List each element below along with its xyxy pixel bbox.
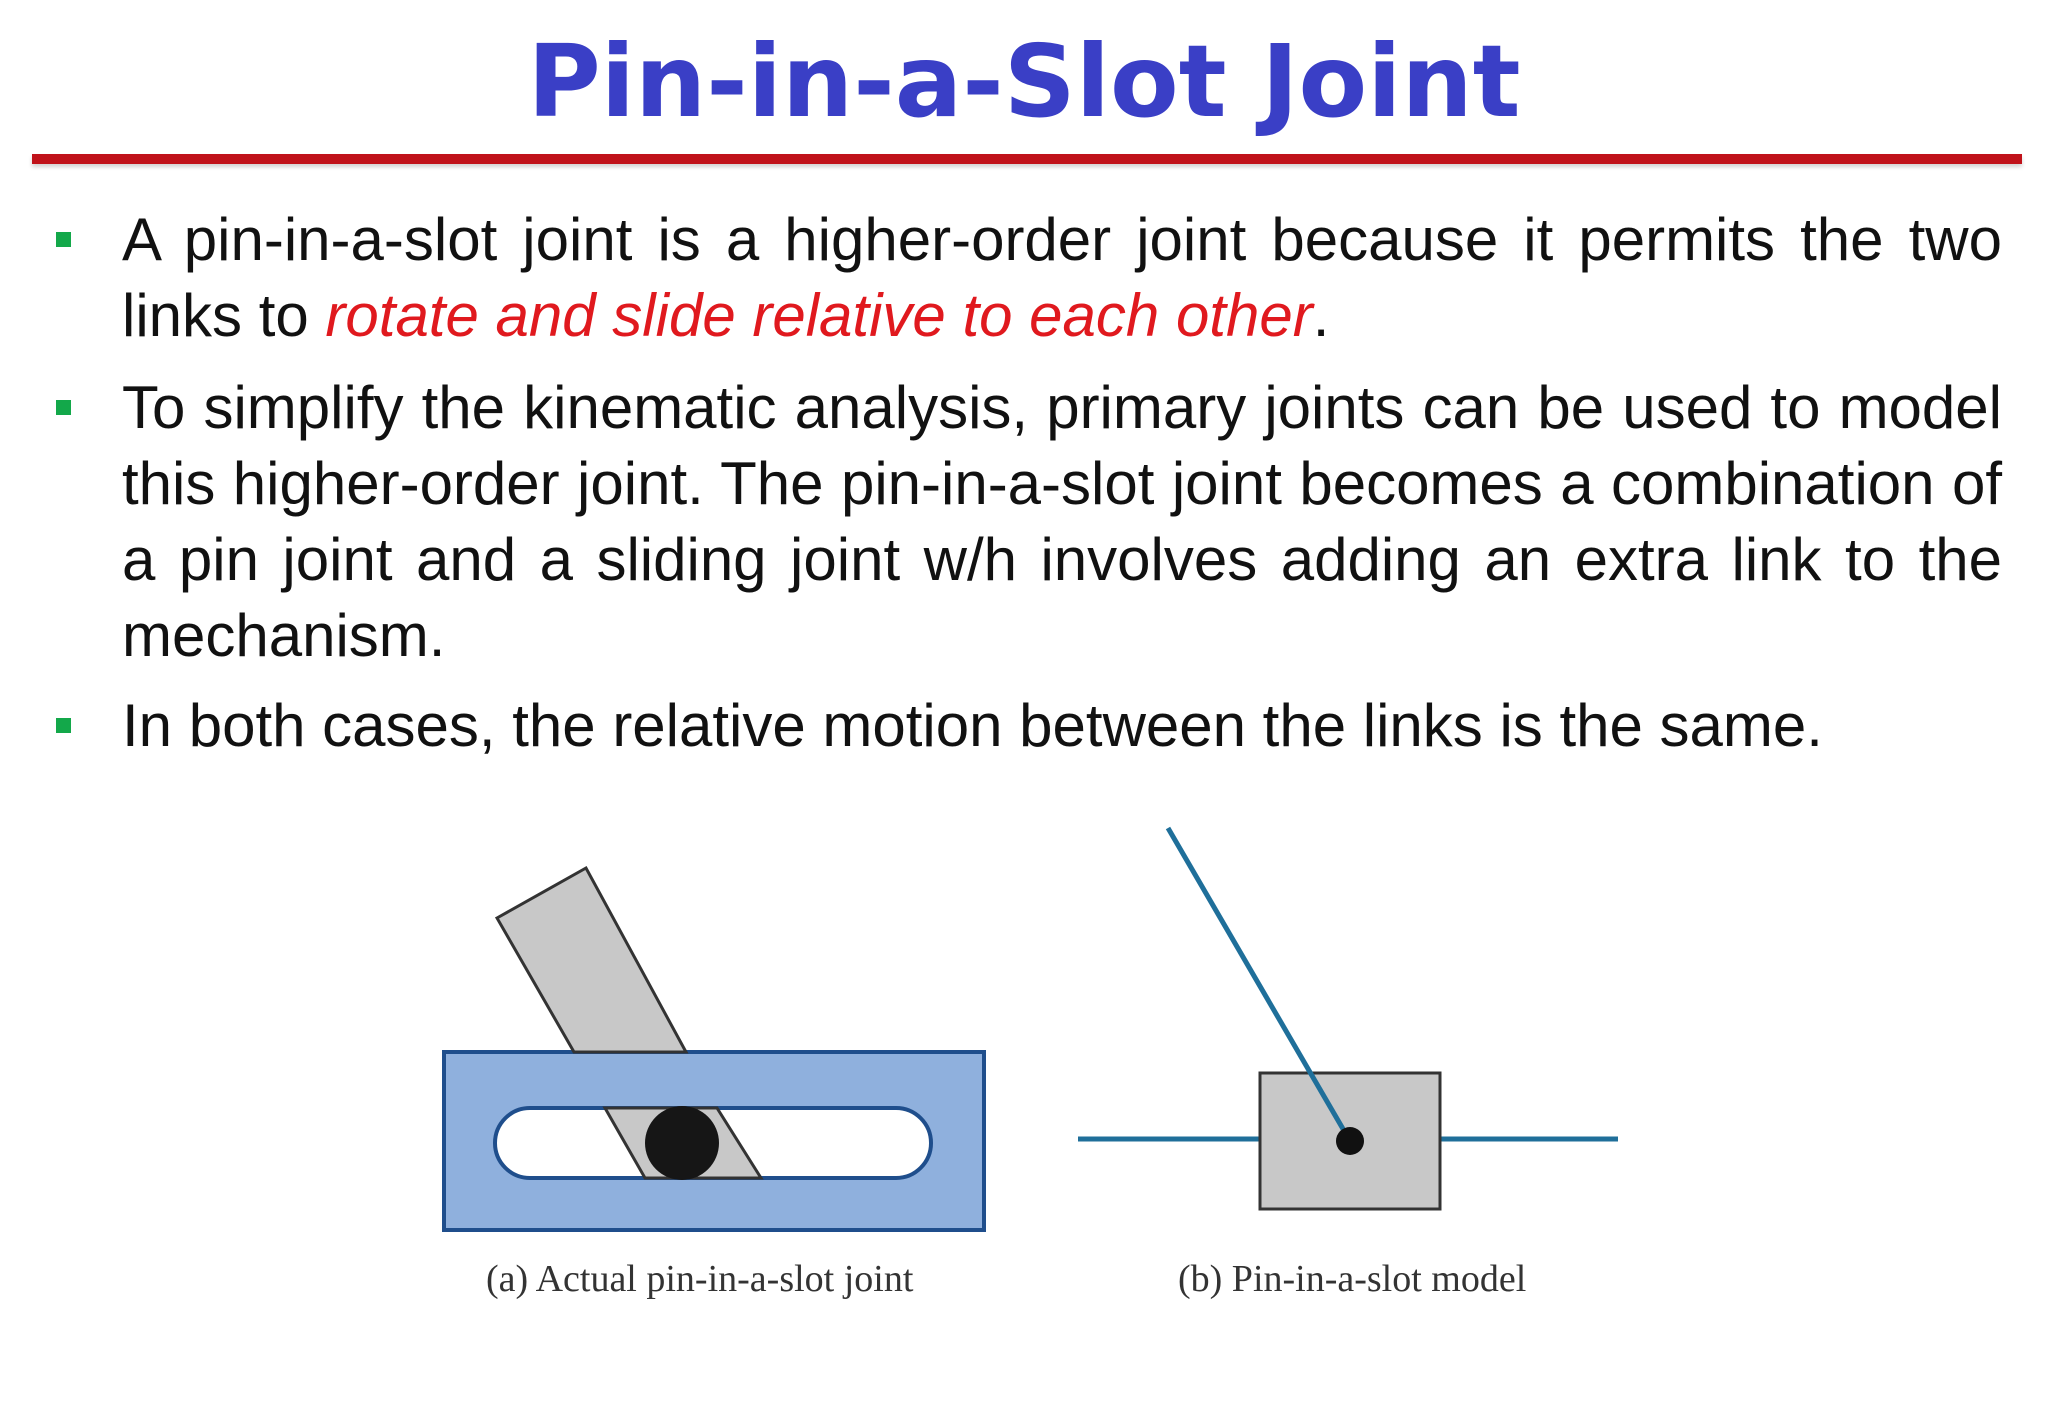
title-divider [32, 154, 2022, 164]
slide-title: Pin-in-a-Slot Joint [527, 23, 1521, 140]
caption-actual-joint: (a) Actual pin-in-a-slot joint [486, 1258, 914, 1300]
bullet-marker-icon [56, 232, 71, 247]
caption-model: (b) Pin-in-a-slot model [1178, 1258, 1527, 1300]
model-diagram [1078, 826, 1618, 1211]
pin-joint [1336, 1127, 1364, 1155]
bullet-text: In both cases, the relative motion betwe… [122, 692, 1823, 759]
bullet-item-3: In both cases, the relative motion betwe… [56, 688, 2002, 764]
bullet-emphasis: rotate and slide relative to each other [325, 282, 1313, 349]
link-line [1165, 826, 1353, 1143]
actual-joint-diagram [442, 865, 986, 1232]
bullet-item-1: A pin-in-a-slot joint is a higher-order … [56, 202, 2002, 354]
bullet-item-2: To simplify the kinematic analysis, prim… [56, 370, 2002, 674]
bullet-text: To simplify the kinematic analysis, prim… [122, 374, 2002, 669]
bullet-text-end: . [1312, 282, 1330, 349]
bullet-text-plain: A pin-in-a-slot joint is a higher-order … [122, 206, 2002, 349]
bullet-marker-icon [56, 400, 71, 415]
pin [645, 1106, 719, 1180]
rotating-link-upper [494, 865, 689, 1054]
bullet-text: A pin-in-a-slot joint is a higher-order … [122, 202, 2002, 354]
bullet-marker-icon [56, 718, 71, 733]
